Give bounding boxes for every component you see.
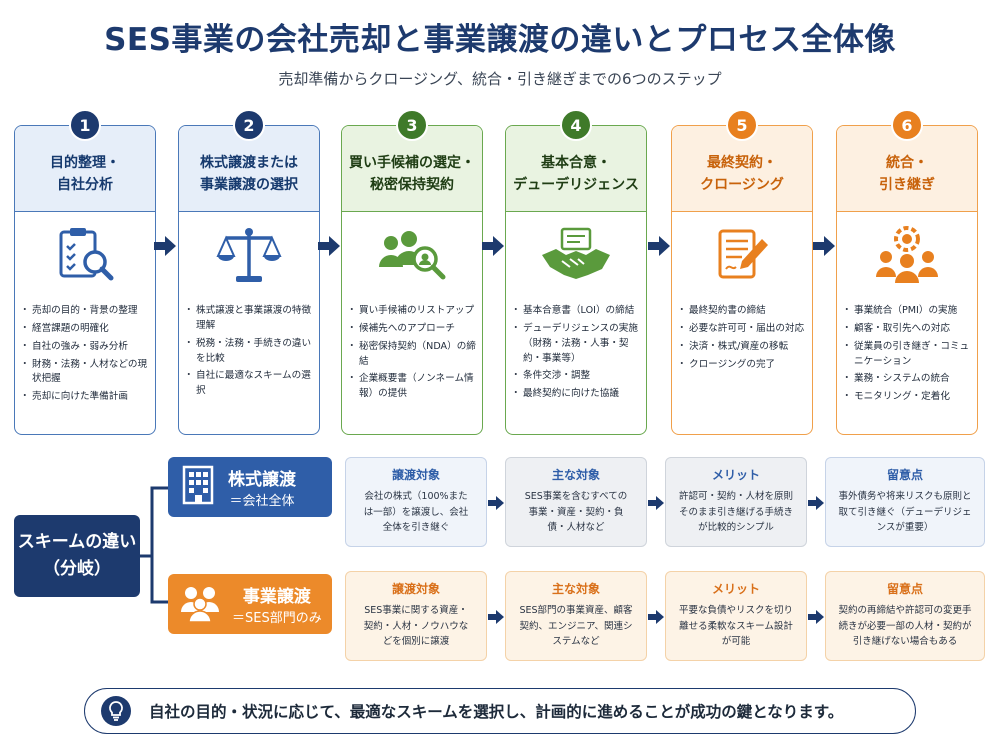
card-heading: 主な対象 [551,582,600,596]
share-card-caution: 留意点 事外債务や将来リスクも原則と取て引き継ぐ（デューデリジェンスが重要） [825,457,985,547]
step-card-2: 2 株式譲渡または 事業譲渡の選択 株式譲渡と事業譲渡の特徴理解 税務・法務・手… [178,109,320,435]
branch-label: スキームの違い （分岐） [14,515,140,597]
list-item: 自社の強み・弱み分析 [20,340,149,355]
step-card-5: 5 最終契約・ クロージング 最終契約書の締結 必要な許可可・届出の対応 決済・… [671,109,813,435]
card-heading: メリット [711,468,760,482]
scheme-name: 事業譲渡 [242,587,311,607]
list-item: 条件交渉・調整 [511,369,640,384]
list-item: 売却の目的・背景の整理 [20,304,149,319]
contract-pen-icon [672,212,812,298]
list-item: モニタリング・定着化 [842,390,971,405]
step-number: 3 [396,109,428,141]
card-body: SES事業を含むすべての事業・資産・契約・負債・人材など [524,491,628,534]
arrow-right-icon [648,496,664,510]
list-item: 事業統合（PMI）の実施 [842,304,971,319]
list-item: 財務・法務・人材などの現状把握 [20,358,149,388]
card-heading: メリット [711,582,760,596]
card-body: 会社の株式（100%または一部）を譲渡し、会社全体を引き継ぐ [363,491,469,534]
card-body: 許認可・契約・人材を原則そのまま引き継げる手続きが比較的シンプル [678,491,793,534]
scales-icon [179,212,319,298]
card-body: 契約の再締結や許認可の変更手続きが必要一部の人材・契約が引き継げない場合もある [838,605,972,648]
step-number: 2 [233,109,265,141]
step-number: 5 [726,109,758,141]
step-title: 買い手候補の選定・ 秘密保持契約 [342,126,482,212]
card-heading: 主な対象 [551,468,600,482]
scheme-sub: ＝SES部門のみ [232,611,322,626]
card-heading: 譲渡対象 [391,582,440,596]
card-body: 平要な負債やリスクを切り離せる柔軟なスキーム設計が可能 [678,605,793,648]
list-item: 企業概要書（ノンネーム情報）の提供 [347,372,476,402]
list-item: 従業員の引き継ぎ・コミュニケーション [842,340,971,370]
list-item: 基本合意書（LOI）の締結 [511,304,640,319]
list-item: 秘密保持契約（NDA）の締結 [347,340,476,370]
step-card-6: 6 統合・ 引き継ぎ 事業統合（PMI）の実施 顧客・取引先への対応 従業員の引… [836,109,978,435]
clipboard-search-icon [15,212,155,298]
list-item: 必要な許可可・届出の対応 [677,322,806,337]
list-item: 決済・株式/資産の移転 [677,340,806,355]
list-item: デューデリジェンスの実施（財務・法務・人事・契約・事業等） [511,322,640,367]
card-body: 事外債务や将来リスクも原則と取て引き継ぐ（デューデリジェンスが重要） [838,491,972,534]
step-card-3: 3 買い手候補の選定・ 秘密保持契約 買い手候補のリストアップ 候補先へのアプロ… [341,109,483,435]
scheme-sub: ＝会社全体 [229,494,295,509]
scheme-business-transfer: 事業譲渡 ＝SES部門のみ [168,574,332,634]
footer-text: 自社の目的・状況に応じて、最適なスキームを選択し、計画的に進めることが成功の鍵と… [149,703,844,721]
list-item: 顧客・取引先への対応 [842,322,971,337]
card-heading: 譲渡対象 [391,468,440,482]
page-title: SES事業の会社売却と事業譲渡の違いとプロセス全体像 [104,22,896,58]
business-card-caution: 留意点 契約の再締結や許認可の変更手続きが必要一部の人材・契約が引き継げない場合… [825,571,985,661]
building-icon [180,465,216,509]
business-card-merit: メリット 平要な負債やリスクを切り離せる柔軟なスキーム設計が可能 [665,571,807,661]
card-heading: 留意点 [886,468,923,482]
card-body: SES事業に関する資産・契約・人材・ノウハウなどを個別に譲渡 [363,605,469,648]
branch-connector [140,486,170,604]
arrow-right-icon [488,610,504,624]
share-card-target: 譲渡対象 会社の株式（100%または一部）を譲渡し、会社全体を引き継ぐ [345,457,487,547]
arrow-right-icon [808,496,824,510]
arrow-right-icon [648,236,670,256]
arrow-right-icon [813,236,835,256]
list-item: 買い手候補のリストアップ [347,304,476,319]
step-number: 1 [69,109,101,141]
scheme-share-transfer: 株式譲渡 ＝会社全体 [168,457,332,517]
step-number: 4 [560,109,592,141]
arrow-right-icon [648,610,664,624]
card-body: SES部門の事業資産、顧客契約、エンジニア、関連システムなど [519,605,633,648]
card-heading: 留意点 [886,582,923,596]
business-card-target: 譲渡対象 SES事業に関する資産・契約・人材・ノウハウなどを個別に譲渡 [345,571,487,661]
handshake-icon [506,212,646,298]
step-number: 6 [891,109,923,141]
list-item: 株式譲渡と事業譲渡の特徴理解 [184,304,313,334]
list-item: 自社に最適なスキームの選択 [184,369,313,399]
share-card-scope: 主な対象 SES事業を含むすべての事業・資産・契約・負債・人材など [505,457,647,547]
arrow-right-icon [488,496,504,510]
step-card-1: 1 目的整理・ 自社分析 売却の目的・背景の整理 経営課題の明確化 自社の強み・… [14,109,156,435]
arrow-right-icon [318,236,340,256]
scheme-name: 株式譲渡 [228,470,296,490]
list-item: 最終契約に向けた協議 [511,387,640,402]
lightbulb-icon [101,696,131,726]
business-card-scope: 主な対象 SES部門の事業資産、顧客契約、エンジニア、関連システムなど [505,571,647,661]
list-item: 税務・法務・手続きの違いを比較 [184,337,313,367]
people-search-icon [342,212,482,298]
arrow-right-icon [154,236,176,256]
footer-message-box: 自社の目的・状況に応じて、最適なスキームを選択し、計画的に進めることが成功の鍵と… [84,688,916,734]
arrow-right-icon [808,610,824,624]
page-subtitle: 売却準備からクロージング、統合・引き継ぎまでの6つのステップ [278,70,722,88]
arrow-right-icon [482,236,504,256]
share-card-merit: メリット 許認可・契約・人材を原則そのまま引き継げる手続きが比較的シンプル [665,457,807,547]
list-item: 候補先へのアプローチ [347,322,476,337]
list-item: クロージングの完了 [677,358,806,373]
list-item: 業務・システムの統合 [842,372,971,387]
team-gear-icon [837,212,977,298]
list-item: 経営課題の明確化 [20,322,149,337]
list-item: 最終契約書の締結 [677,304,806,319]
step-card-4: 4 基本合意・ デューデリジェンス 基本合意書（LOI）の締結 デューデリジェン… [505,109,647,435]
people-icon [180,582,220,626]
list-item: 売却に向けた準備計画 [20,390,149,405]
